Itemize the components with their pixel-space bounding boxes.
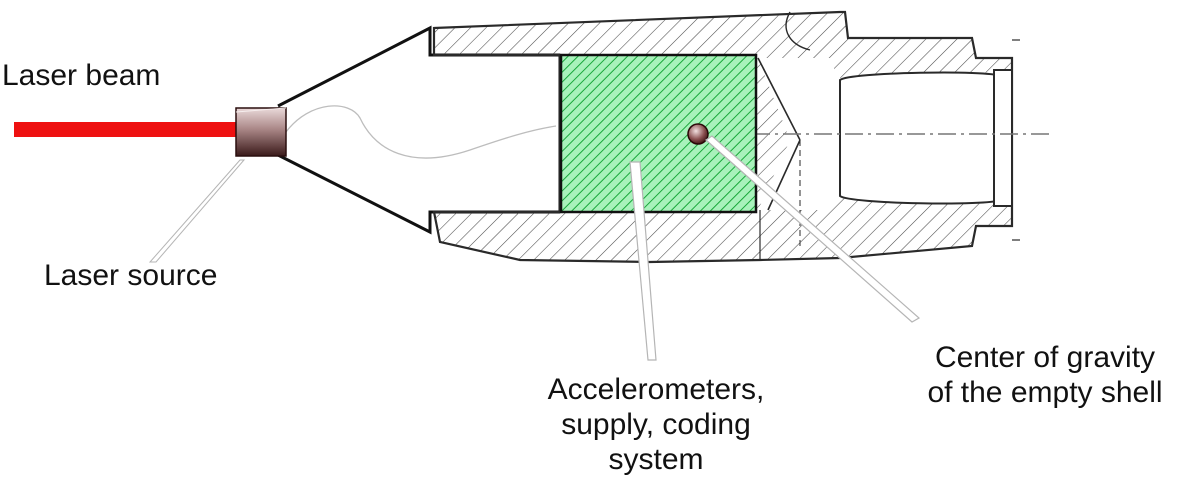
laser-beam-label: Laser beam [2, 59, 161, 92]
center-of-gravity-label: Center of gravity of the empty shell [894, 340, 1196, 410]
accelerometers-label-line-3: system [608, 443, 704, 476]
center-of-gravity-label-line-2: of the empty shell [927, 376, 1163, 409]
laser-beam [14, 122, 236, 137]
nose-cone [277, 25, 562, 235]
leader-lines [148, 135, 921, 361]
accelerometers-label-line-2: supply, coding [561, 408, 751, 441]
center-of-gravity-marker [687, 123, 709, 145]
laser-source-block [235, 107, 287, 157]
laser-source-label: Laser source [44, 259, 218, 292]
electronics-module [559, 53, 758, 214]
center-of-gravity-label-line-1: Center of gravity [934, 341, 1156, 374]
accelerometers-label: Accelerometers, supply, coding system [518, 372, 794, 477]
accelerometers-label-line-1: Accelerometers, [547, 373, 765, 406]
